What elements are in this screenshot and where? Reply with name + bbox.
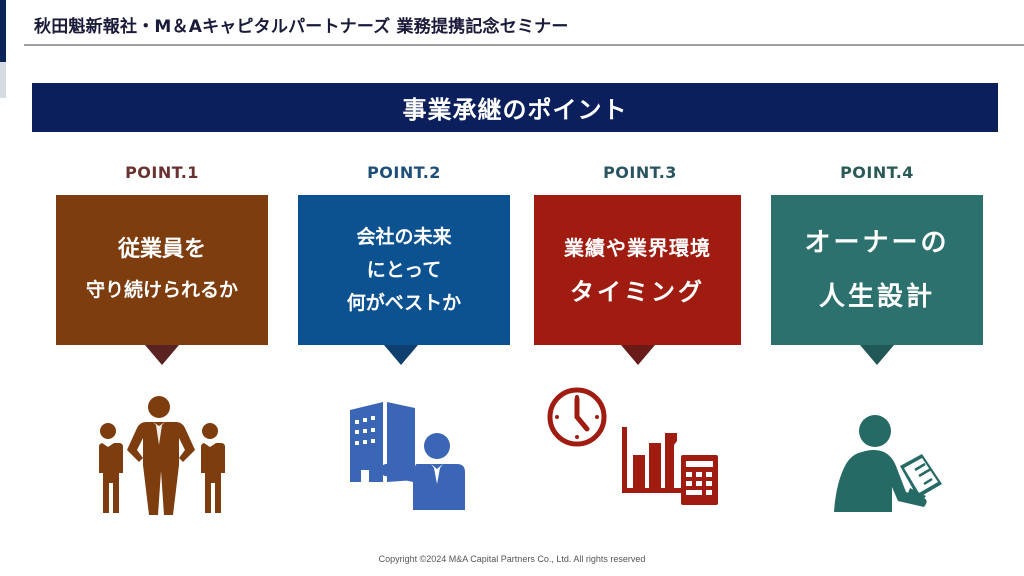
point-2-line-2: にとって xyxy=(366,258,442,281)
section-banner: 事業承継のポイント xyxy=(32,83,998,132)
point-2-line-3: 何がベストか xyxy=(346,291,462,314)
point-1-line-1: 従業員を xyxy=(117,237,206,262)
point-3-line-1: 業績や業界環境 xyxy=(564,236,711,260)
point-1-label: POINT.1 xyxy=(125,163,199,182)
point-4-box: オーナーの 人生設計 xyxy=(771,195,983,345)
business-team-icon xyxy=(97,396,225,515)
point-2-label: POINT.2 xyxy=(367,163,441,182)
point-3-arrow xyxy=(621,345,655,365)
side-accent-bar-light xyxy=(0,62,6,98)
building-person-icon xyxy=(350,402,465,510)
point-1-box: 従業員を 守り続けられるか xyxy=(56,195,268,345)
point-2-line-1: 会社の未来 xyxy=(356,225,452,248)
point-4-line-2: 人生設計 xyxy=(818,282,935,312)
person-writing-document-icon xyxy=(834,415,942,512)
point-2-box: 会社の未来 にとって 何がベストか xyxy=(298,195,510,345)
side-accent-bar xyxy=(0,0,6,62)
banner-title: 事業承継のポイント xyxy=(402,96,628,124)
point-3-label: POINT.3 xyxy=(603,163,677,182)
point-4-line-1: オーナーの xyxy=(804,228,950,258)
point-3-line-2: タイミング xyxy=(570,278,705,306)
point-1-arrow xyxy=(145,345,179,365)
point-4-arrow xyxy=(860,345,894,365)
point-1-line-2: 守り続けられるか xyxy=(85,279,238,301)
point-4-label: POINT.4 xyxy=(840,163,914,182)
point-2-arrow xyxy=(384,345,418,365)
point-3-box: 業績や業界環境 タイミング xyxy=(534,195,741,345)
clock-chart-calculator-icon xyxy=(547,387,718,505)
copyright-footer: Copyright ©2024 M&A Capital Partners Co.… xyxy=(378,554,646,564)
slide-header-title: 秋田魁新報社・M＆Aキャピタルパートナーズ 業務提携記念セミナー xyxy=(34,17,569,37)
header-divider xyxy=(24,44,1024,46)
